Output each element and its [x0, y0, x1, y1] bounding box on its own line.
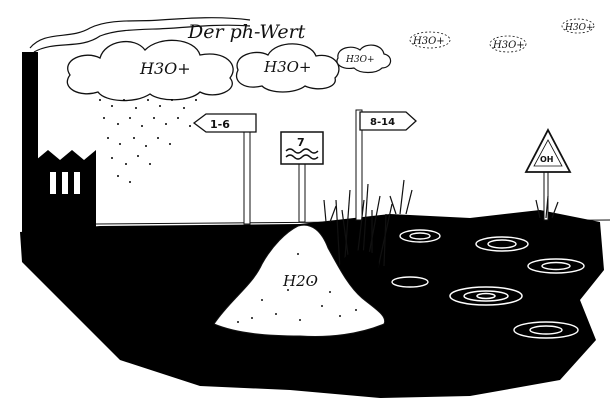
cloud-small	[336, 44, 392, 74]
sign-acid-label: 1-6	[210, 118, 230, 131]
water-waves-icon	[285, 148, 319, 160]
sign-neutral-label: 7	[297, 136, 305, 149]
sky-molecule-1: H3O+	[409, 31, 451, 49]
cloud-large-label: H3O+	[139, 59, 191, 78]
signpost-acid: 1-6	[192, 113, 257, 225]
acid-rain	[99, 99, 197, 183]
reeds	[323, 179, 559, 273]
ripple-3	[527, 258, 585, 274]
cloud-large	[66, 39, 234, 102]
chimney-smoke	[29, 17, 251, 53]
ripple-1	[399, 229, 441, 243]
mound-texture	[237, 253, 357, 323]
ripple-2	[475, 236, 529, 252]
ripple-4	[391, 276, 429, 288]
signpost-base: 8-14	[355, 109, 417, 221]
reed-base	[336, 250, 379, 281]
svg-text:H3O+: H3O+	[412, 36, 445, 47]
cloud-medium-label: H3O+	[263, 58, 312, 76]
sign-base-label: 8-14	[370, 117, 395, 128]
signpost-hydroxide: OH	[524, 128, 572, 221]
factory	[22, 52, 96, 232]
water-mound	[213, 224, 386, 337]
signpost-neutral: 7	[280, 131, 324, 223]
sign-hydroxide-label: OH	[540, 155, 554, 164]
svg-text:H3O+: H3O+	[564, 23, 594, 33]
title: Der ph-Wert	[187, 21, 306, 43]
sky-molecule-2: H3O+	[489, 35, 527, 53]
sky-molecule-3: H3O+	[561, 18, 595, 34]
mound-label: H2O	[282, 272, 318, 290]
ripple-6	[513, 321, 579, 339]
cloud-small-label: H3O+	[345, 55, 375, 65]
svg-text:H3O+: H3O+	[492, 40, 525, 51]
ripple-5	[449, 286, 523, 306]
cloud-medium	[235, 43, 340, 93]
